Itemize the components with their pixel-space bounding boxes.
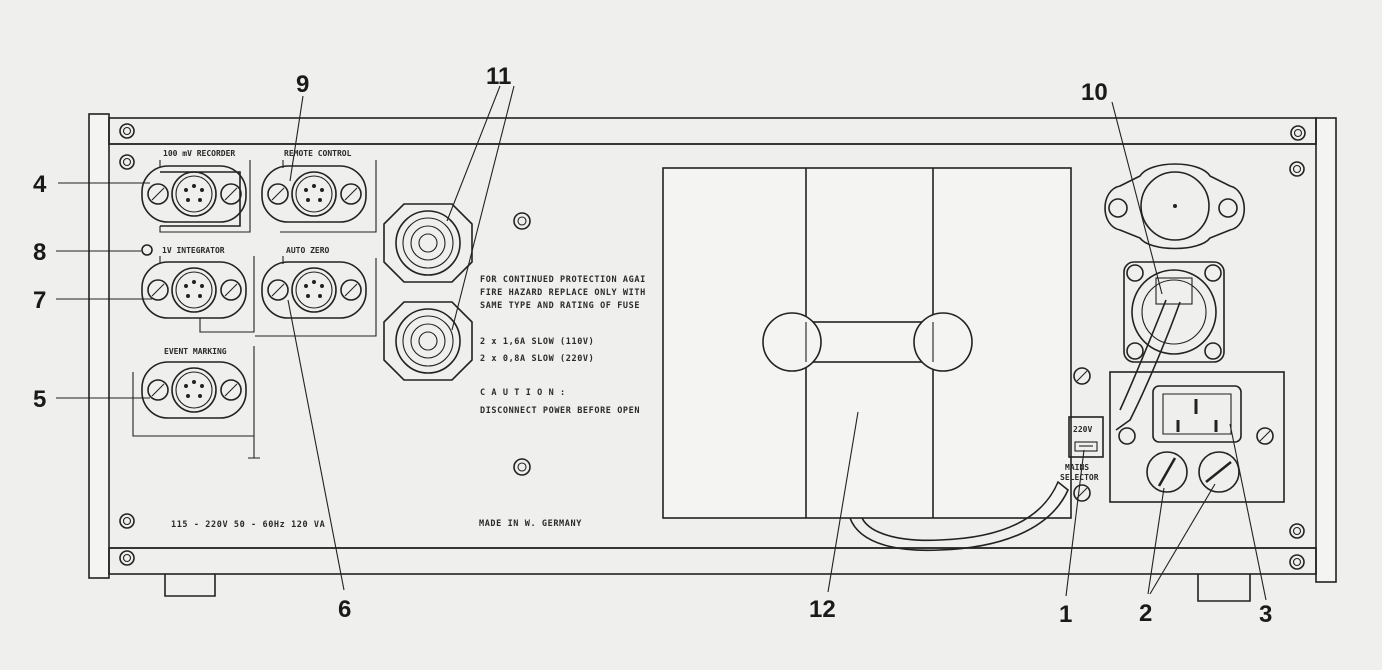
mains-selector: 220V MAINS SELECTOR — [1060, 367, 1104, 502]
callout-leaders — [56, 85, 1267, 601]
callout-4: 4 — [33, 171, 47, 198]
callout-1: 1 — [1059, 601, 1072, 628]
fuse-holder-right — [1198, 451, 1240, 493]
socket-label-integrator: 1V INTEGRATOR — [162, 246, 225, 255]
din-socket-remote — [261, 165, 367, 223]
din-socket-integrator — [141, 261, 247, 319]
chassis — [88, 113, 1337, 602]
disconnect-warning: DISCONNECT POWER BEFORE OPEN — [480, 406, 640, 416]
power-cable-loop — [849, 480, 1069, 552]
fuse-rating-110: 2 x 1,6A SLOW (110V) — [480, 337, 594, 347]
din-socket-autozero — [261, 261, 367, 319]
heat-sink-plate — [662, 167, 1072, 519]
fuse-holder-left — [1146, 451, 1188, 493]
socket-label-remote: REMOTE CONTROL — [284, 149, 352, 158]
mains-selector-label-2: SELECTOR — [1060, 473, 1099, 482]
warning-line-2: FIRE HAZARD REPLACE ONLY WITH — [480, 288, 646, 298]
warning-line-3: SAME TYPE AND RATING OF FUSE — [480, 301, 640, 311]
socket-label-recorder: 100 mV RECORDER — [163, 149, 235, 158]
cable-clamp — [1115, 261, 1225, 445]
callout-3: 3 — [1259, 601, 1272, 628]
warning-line-1: FOR CONTINUED PROTECTION AGAI — [480, 275, 646, 285]
callout-8: 8 — [33, 239, 46, 266]
din-socket-recorder — [141, 165, 247, 227]
socket-label-autozero: AUTO ZERO — [286, 246, 330, 255]
socket-label-event: EVENT MARKING — [164, 347, 227, 356]
mains-selector-voltage: 220V — [1073, 425, 1092, 434]
callout-12: 12 — [809, 596, 836, 623]
callout-6: 6 — [338, 596, 351, 623]
coax-connector-upper — [383, 203, 473, 283]
coax-connector-lower — [383, 301, 473, 381]
callout-10: 10 — [1081, 79, 1108, 106]
iec-inlet — [1152, 385, 1242, 443]
callout-2: 2 — [1139, 600, 1152, 627]
integrator-indicator — [141, 244, 153, 256]
callout-9: 9 — [296, 71, 309, 98]
warning-text-block: FOR CONTINUED PROTECTION AGAI FIRE HAZAR… — [480, 275, 646, 416]
mains-selector-label-1: MAINS — [1065, 463, 1089, 472]
power-inlet-module — [1109, 371, 1285, 503]
callout-11: 11 — [486, 63, 511, 90]
fuse-rating-220: 2 x 0,8A SLOW (220V) — [480, 354, 594, 364]
power-rating-label: 115 - 220V 50 - 60Hz 120 VA — [171, 520, 325, 530]
callout-7: 7 — [33, 287, 46, 314]
callout-5: 5 — [33, 386, 46, 413]
corner-screws — [119, 123, 1306, 570]
flange-connector — [1104, 163, 1245, 250]
caution-heading: C A U T I O N : — [480, 388, 566, 398]
made-in-label: MADE IN W. GERMANY — [479, 519, 582, 529]
din-socket-event — [141, 361, 247, 419]
